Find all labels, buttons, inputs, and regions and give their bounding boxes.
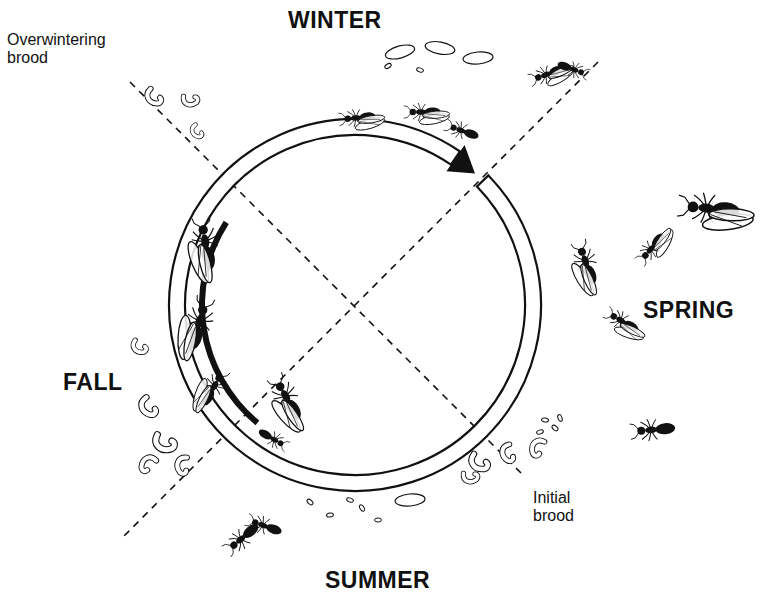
winged-ant [676, 191, 757, 237]
larva [182, 91, 199, 108]
larva [141, 456, 157, 473]
pupa [463, 51, 494, 66]
season-label: FALL [60, 368, 126, 397]
larva [462, 468, 479, 485]
winged-ant [404, 103, 451, 127]
winged-ant [168, 292, 219, 366]
egg [557, 414, 563, 422]
winged-ant [527, 56, 579, 94]
egg [346, 497, 354, 503]
season-label: SPRING [640, 296, 737, 325]
pupa [424, 39, 456, 56]
season-divider [122, 62, 598, 538]
larva [139, 396, 159, 416]
worker-ant [443, 117, 482, 145]
larva [133, 340, 146, 352]
worker-ant [244, 511, 285, 541]
winged-ant [257, 370, 315, 440]
winged-ant [561, 238, 608, 301]
winged-ant [180, 215, 225, 287]
egg [326, 512, 334, 517]
winged-ant [633, 221, 681, 272]
season-divider [130, 82, 522, 474]
egg [536, 429, 544, 435]
brood-label: Initial brood [530, 488, 606, 527]
egg [375, 518, 382, 522]
worker-ant [555, 56, 591, 82]
egg [384, 63, 392, 70]
egg [551, 424, 559, 432]
winged-ant [184, 361, 233, 419]
egg [541, 417, 549, 422]
season-label: SUMMER [322, 566, 433, 595]
egg [306, 498, 314, 506]
egg [359, 504, 366, 512]
season-label: WINTER [285, 6, 385, 35]
worker-ant [220, 518, 264, 560]
winged-ant [338, 106, 386, 134]
larva [472, 454, 488, 469]
worker-ant [629, 417, 676, 443]
larva [499, 443, 519, 463]
worker-ant [255, 424, 291, 454]
larva [155, 432, 175, 451]
larva [190, 124, 204, 138]
pupa [384, 42, 416, 61]
pupa [395, 493, 426, 508]
brood-label: Overwintering brood [4, 30, 130, 69]
larva [531, 440, 547, 457]
cycle-arrowhead [446, 145, 475, 174]
larva [174, 456, 193, 475]
larva [146, 88, 163, 104]
cycle-ring [169, 119, 541, 491]
egg [416, 67, 424, 73]
